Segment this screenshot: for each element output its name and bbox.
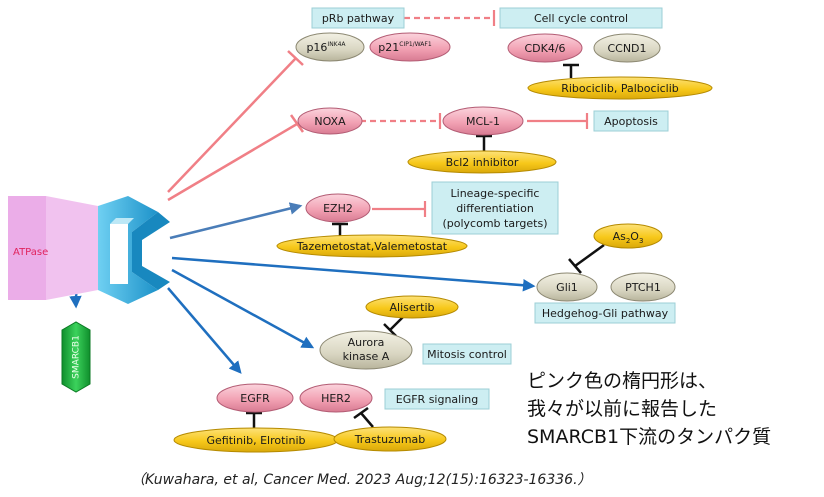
smarcb1-label: SMARCB1 — [72, 335, 82, 379]
node-p16-text: p16 — [306, 41, 327, 54]
node-aurora-text-1: Aurora — [348, 336, 385, 349]
drug-trastuzumab-text: Trastuzumab — [354, 433, 426, 446]
note-line-2: 我々が以前に報告した — [527, 398, 717, 420]
svg-text:p21CIP1/WAF1: p21CIP1/WAF1 — [378, 41, 432, 54]
box-mitosis-text: Mitosis control — [427, 348, 507, 361]
box-egfr-signaling-text: EGFR signaling — [396, 393, 479, 406]
node-gli1: Gli1 — [536, 272, 598, 302]
node-noxa-text: NOXA — [314, 115, 346, 128]
edge-as2o3-to-gli1 — [574, 243, 605, 268]
drug-as2o3: As2O3 — [593, 223, 663, 249]
node-noxa: NOXA — [297, 107, 363, 135]
node-cdk46: CDK4/6 — [507, 33, 583, 63]
node-mcl1-text: MCL-1 — [466, 115, 500, 128]
drug-trastuzumab: Trastuzumab — [333, 426, 447, 452]
complex-inner-slot — [110, 224, 128, 284]
box-mitosis — [422, 343, 512, 365]
smarcb1-node: SMARCB1 — [61, 321, 91, 393]
drug-ribociclib: Ribociclib, Palbociclib — [527, 76, 713, 100]
box-prb-pathway — [311, 7, 405, 29]
box-prb-pathway-text: pRb pathway — [322, 12, 395, 25]
drug-alisertib-text: Alisertib — [389, 301, 434, 314]
drug-gefitinib: Gefitinib, Elrotinib — [173, 427, 339, 453]
node-gli1-text: Gli1 — [556, 281, 578, 294]
svg-text:As2O3: As2O3 — [613, 230, 644, 245]
node-ccnd1-text: CCND1 — [607, 42, 646, 55]
smarcb1-hexagon — [61, 321, 91, 393]
complex-body-shadow — [132, 212, 170, 290]
edge-complex-to-gli1 — [171, 256, 536, 292]
drug-as2o3-sub3: 3 — [639, 237, 643, 245]
atpase-subunit — [8, 196, 46, 300]
edge-complex-to-prb-group-bar — [287, 50, 304, 66]
node-egfr-text: EGFR — [240, 392, 270, 405]
complex-inner-slot-edge — [110, 218, 134, 224]
node-ezh2-text: EZH2 — [323, 202, 353, 215]
node-p21-sup: CIP1/WAF1 — [399, 41, 432, 48]
protein-nodes: p16INK4A p21CIP1/WAF1 CDK4/6 CCND1 NOXA … — [216, 32, 676, 413]
box-apoptosis-text: Apoptosis — [604, 115, 658, 128]
box-apoptosis — [593, 110, 669, 132]
edge-complex-to-aurora — [171, 268, 315, 349]
edge-complex-to-noxa-bar — [289, 114, 305, 133]
drug-as2o3-o: O — [630, 230, 639, 243]
drug-as2o3-sub2: 2 — [626, 237, 630, 245]
citation: （Kuwahara, et al, Cancer Med. 2023 Aug;1… — [131, 472, 592, 488]
drug-tazemetostat: Tazemetostat,Valemetostat — [276, 234, 468, 258]
node-p16: p16INK4A — [295, 32, 365, 62]
node-egfr: EGFR — [216, 383, 294, 413]
edge-complex-to-noxa — [167, 122, 298, 202]
svg-text:p16INK4A: p16INK4A — [306, 41, 346, 54]
edge-complex-to-prb-group — [167, 57, 297, 193]
edge-complex-to-ezh2 — [169, 202, 303, 240]
node-cdk46-text: CDK4/6 — [524, 42, 565, 55]
drug-bcl2: Bcl2 inhibitor — [407, 150, 557, 174]
node-ccnd1: CCND1 — [593, 33, 661, 63]
drug-alisertib: Alisertib — [365, 295, 459, 319]
edge-alisertib-to-aurora — [389, 315, 405, 331]
node-ptch1-text: PTCH1 — [625, 281, 661, 294]
atpase-label: ATPase — [13, 247, 48, 258]
drug-ribociclib-text: Ribociclib, Palbociclib — [561, 82, 679, 95]
note-line-1: ピンク色の楕円形は、 — [527, 370, 717, 392]
note-line-3: SMARCB1下流のタンパク質 — [527, 426, 771, 448]
box-cell-cycle-text: Cell cycle control — [534, 12, 628, 25]
drug-nodes: Ribociclib, Palbociclib Bcl2 inhibitor T… — [173, 76, 713, 453]
swi-snf-complex: ATPase — [8, 196, 170, 304]
box-cell-cycle — [499, 7, 663, 29]
edge-alisertib-to-aurora-bar — [383, 323, 397, 337]
node-p21: p21CIP1/WAF1 — [369, 32, 451, 62]
node-ptch1: PTCH1 — [610, 272, 676, 302]
drug-bcl2-text: Bcl2 inhibitor — [446, 156, 519, 169]
box-egfr-signaling — [384, 388, 490, 410]
edge-trastuzumab-to-her2-bar — [353, 406, 369, 420]
node-p16-sup: INK4A — [327, 41, 346, 48]
box-lineage-text-2: differentiation — [456, 202, 534, 215]
edge-as2o3-to-gli1-bar — [568, 258, 582, 274]
node-p21-text: p21 — [378, 41, 399, 54]
node-her2: HER2 — [299, 383, 373, 413]
node-her2-text: HER2 — [321, 392, 351, 405]
edge-trastuzumab-to-her2 — [360, 412, 374, 428]
node-aurora: Aurora kinase A — [319, 330, 413, 370]
box-lineage — [431, 181, 559, 235]
node-aurora-text-2: kinase A — [343, 350, 390, 363]
box-hedgehog-text: Hedgehog-Gli pathway — [542, 307, 669, 320]
box-hedgehog — [534, 302, 676, 324]
atpase-subunit-flare — [46, 196, 98, 300]
drug-tazemetostat-text: Tazemetostat,Valemetostat — [296, 240, 448, 253]
drug-gefitinib-text: Gefitinib, Elrotinib — [207, 434, 306, 447]
drug-as2o3-as: As — [613, 230, 627, 243]
box-lineage-text-3: (polycomb targets) — [442, 217, 547, 230]
note: ピンク色の楕円形は、 我々が以前に報告した SMARCB1下流のタンパク質 — [527, 370, 771, 448]
node-mcl1: MCL-1 — [442, 106, 524, 136]
box-lineage-text-1: Lineage-specific — [451, 187, 540, 200]
node-ezh2: EZH2 — [305, 193, 371, 223]
edge-complex-to-egfr — [167, 287, 242, 374]
pathway-boxes: pRb pathway Cell cycle control Apoptosis… — [311, 7, 676, 410]
